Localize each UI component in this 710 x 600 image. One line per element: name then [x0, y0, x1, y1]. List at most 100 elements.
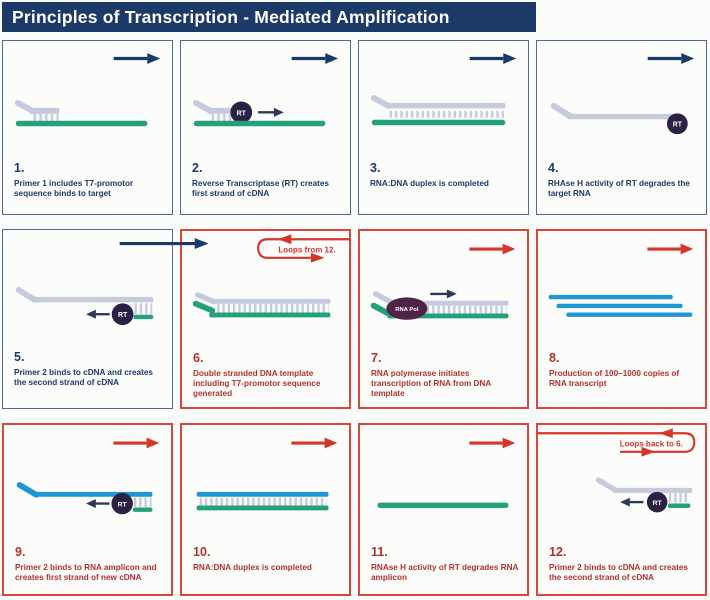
step-number: 8.: [549, 351, 560, 365]
rna-amplicon-strand: [196, 491, 329, 497]
primer1-strand: [207, 107, 236, 114]
step-2-diagram: RT: [192, 53, 339, 127]
step-number: 7.: [371, 351, 382, 365]
panel-step-7: RNA Pol 7. RNA polymerase initiates tran…: [358, 229, 529, 409]
cdna-tail: [550, 102, 573, 119]
step-11-diagram: [377, 437, 516, 508]
rt-enzyme-label: RT: [673, 122, 683, 129]
rna-transcript-strand: [566, 312, 693, 317]
primer2-strand: [667, 503, 691, 508]
step-text: RNA polymerase initiates transcription o…: [371, 368, 491, 399]
primer2-strand: [133, 314, 154, 320]
rna-transcript-strand: [548, 294, 673, 300]
panel-step-11: 11. RNAse H activity of RT degrades RNA …: [358, 423, 529, 596]
loop-label: Loops back to 6.: [620, 439, 683, 448]
step-text: Primer 2 binds to cDNA and creates the s…: [14, 367, 153, 387]
step-12-diagram: Loops back to 6. RT: [538, 428, 696, 513]
step-text: RHAse H activity of RT degrades the targ…: [548, 178, 690, 198]
panel-step-12: Loops back to 6. RT 12. Primer 2 binds t…: [536, 423, 707, 596]
step-caption: 9. Primer 2 binds to RNA amplicon and cr…: [15, 545, 163, 583]
cdna-strand: [211, 298, 331, 304]
step-text: Production of 100–1000 copies of RNA tra…: [549, 368, 680, 388]
step-caption: 10. RNA:DNA duplex is completed: [193, 545, 341, 573]
step-number: 4.: [548, 161, 559, 175]
rt-enzyme-label: RT: [237, 110, 247, 117]
direction-arrow-icon: [86, 309, 110, 319]
rt-enzyme-badge: [111, 492, 133, 515]
flow-arrow-icon: [647, 243, 694, 255]
panel-step-1: 1. Primer 1 includes T7-promotor sequenc…: [2, 40, 173, 215]
direction-arrow-icon: [430, 289, 457, 299]
panel-step-3: 3. RNA:DNA duplex is completed: [358, 40, 529, 215]
rt-enzyme-badge: [666, 113, 688, 135]
step-8-diagram: [548, 243, 694, 317]
dna-strand: [209, 312, 331, 318]
page-title: Principles of Transcription - Mediated A…: [2, 2, 536, 32]
dna-template-tail: [372, 291, 395, 306]
loop-arrow-icon: [257, 234, 350, 263]
step-caption: 5. Primer 2 binds to cDNA and creates th…: [14, 350, 164, 388]
flow-arrow-icon: [119, 238, 209, 249]
step-caption: 11. RNAse H activity of RT degrades RNA …: [371, 545, 519, 583]
step-caption: 12. Primer 2 binds to cDNA and creates t…: [549, 545, 697, 583]
steps-grid: 1. Primer 1 includes T7-promotor sequenc…: [2, 40, 707, 596]
panel-step-2: RT 2. Reverse Transcriptase (RT) creates…: [180, 40, 351, 215]
cdna-strand: [566, 113, 680, 120]
target-rna-strand: [193, 120, 326, 127]
step-text: RNAse H activity of RT degrades RNA ampl…: [371, 562, 519, 582]
step-text: Reverse Transcriptase (RT) creates first…: [192, 178, 329, 198]
panel-step-4: RT 4. RHAse H activity of RT degrades th…: [536, 40, 707, 215]
step-4-diagram: RT: [550, 53, 695, 135]
step-text: Primer 1 includes T7-promotor sequence b…: [14, 178, 134, 198]
step-number: 10.: [193, 545, 211, 559]
step-number: 5.: [14, 350, 25, 364]
step-text: RNA:DNA duplex is completed: [193, 562, 312, 572]
step-9-diagram: RT: [16, 437, 160, 515]
cdna-strand: [612, 487, 693, 493]
flow-arrow-icon: [113, 437, 160, 449]
target-rna-strand: [15, 120, 148, 127]
step-number: 11.: [371, 545, 388, 559]
rt-enzyme-badge: [646, 491, 668, 513]
flow-arrow-icon: [113, 53, 161, 64]
rt-enzyme-label: RT: [653, 500, 663, 507]
step-number: 12.: [549, 545, 567, 559]
step-10-diagram: [196, 437, 338, 511]
step-number: 2.: [192, 161, 203, 175]
step-text: RNA:DNA duplex is completed: [370, 178, 489, 188]
dna-tail: [192, 300, 216, 314]
step-caption: 7. RNA polymerase initiates transcriptio…: [371, 351, 519, 399]
step-text: Primer 2 binds to cDNA and creates the s…: [549, 562, 688, 582]
flow-arrow-icon: [647, 53, 695, 64]
target-rna-strand: [371, 119, 506, 126]
flow-arrow-icon: [469, 53, 517, 64]
loop-label: Loops from 12.: [278, 245, 335, 254]
step-caption: 2. Reverse Transcriptase (RT) creates fi…: [192, 161, 342, 199]
step-6-diagram: Loops from 12.: [192, 234, 350, 318]
step-number: 6.: [193, 351, 204, 365]
direction-arrow-icon: [258, 107, 284, 117]
step-text: Primer 2 binds to RNA amplicon and creat…: [15, 562, 157, 582]
panel-step-10: 10. RNA:DNA duplex is completed: [180, 423, 351, 596]
rna-amplicon-strand: [33, 491, 153, 497]
rna-polymerase-label: RNA Pol: [395, 307, 419, 313]
step-3-diagram: [370, 53, 517, 126]
rt-enzyme-badge: [230, 101, 253, 124]
cdna-strand: [377, 502, 509, 508]
flow-arrow-icon: [469, 243, 516, 255]
loop-arrow-icon: [538, 428, 696, 457]
direction-arrow-icon: [620, 497, 644, 507]
rna-transcript-strand: [556, 303, 683, 309]
step-number: 9.: [15, 545, 26, 559]
step-caption: 3. RNA:DNA duplex is completed: [370, 161, 520, 189]
cdna-strand: [31, 296, 154, 303]
rt-enzyme-label: RT: [118, 501, 128, 508]
primer2-strand: [132, 507, 153, 512]
cdna-strand: [385, 102, 506, 109]
step-text: Double stranded DNA template including T…: [193, 368, 321, 399]
panel-step-8: 8. Production of 100–1000 copies of RNA …: [536, 229, 707, 409]
step-number: 1.: [14, 161, 25, 175]
panel-step-9: RT 9. Primer 2 binds to RNA amplicon and…: [2, 423, 173, 596]
step-7-diagram: RNA Pol: [370, 243, 516, 320]
direction-arrow-icon: [86, 499, 110, 508]
